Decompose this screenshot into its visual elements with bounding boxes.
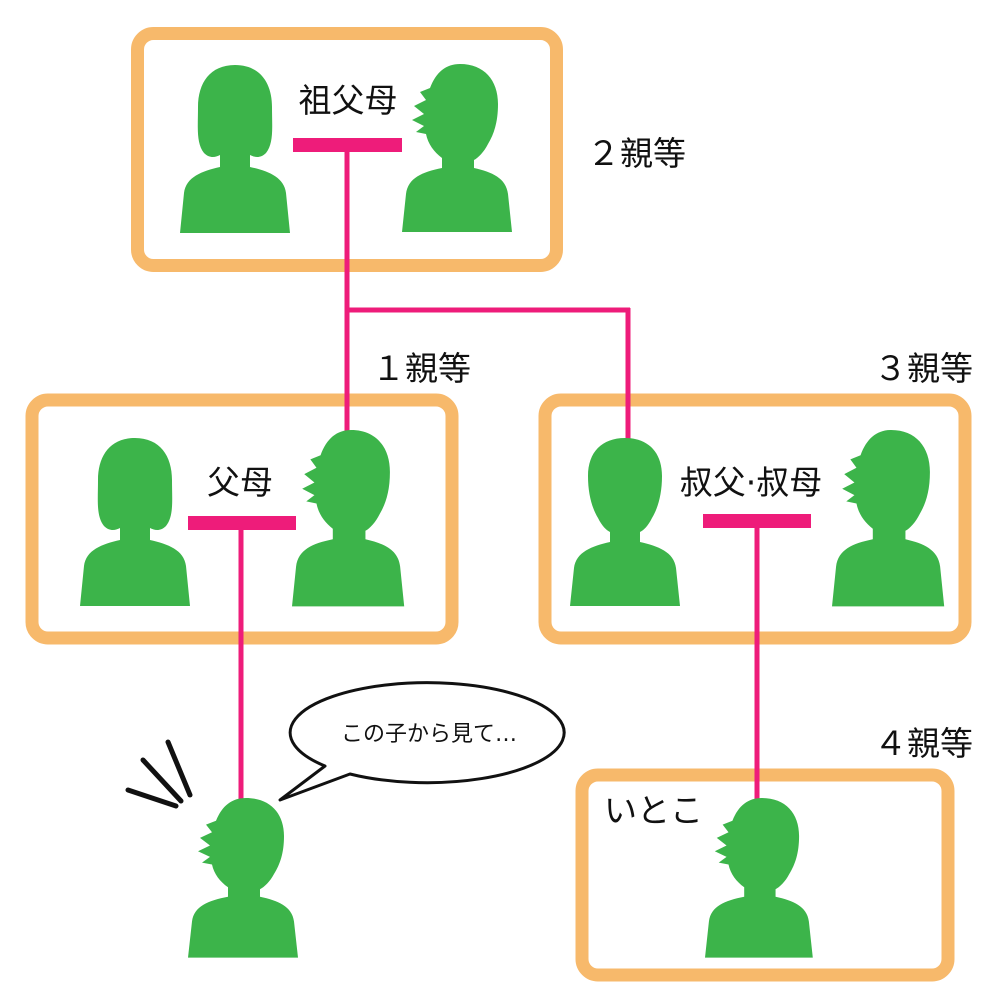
grandparents-label: 祖父母 [299, 81, 398, 120]
parents-label: 父母 [207, 463, 273, 502]
uncle-aunt-marriage-bar [703, 514, 811, 528]
parents-marriage-bar [188, 516, 296, 530]
degree-1-label: １親等 [372, 349, 471, 388]
cousin-label: いとこ [604, 791, 703, 830]
degree-3-label: ３親等 [874, 349, 973, 388]
surprise-line [165, 739, 193, 798]
degree-4-label: ４親等 [874, 724, 973, 763]
grandparents-marriage-bar [293, 138, 402, 152]
speech-text: この子から見て… [341, 722, 517, 747]
surprise-line [125, 787, 179, 809]
speech-bubble [278, 681, 566, 802]
degree-2-label: ２親等 [587, 134, 686, 173]
self-child-silhouette [188, 798, 298, 958]
uncle-aunt-label: 叔父·叔母 [680, 463, 823, 502]
surprise-line [140, 757, 184, 804]
